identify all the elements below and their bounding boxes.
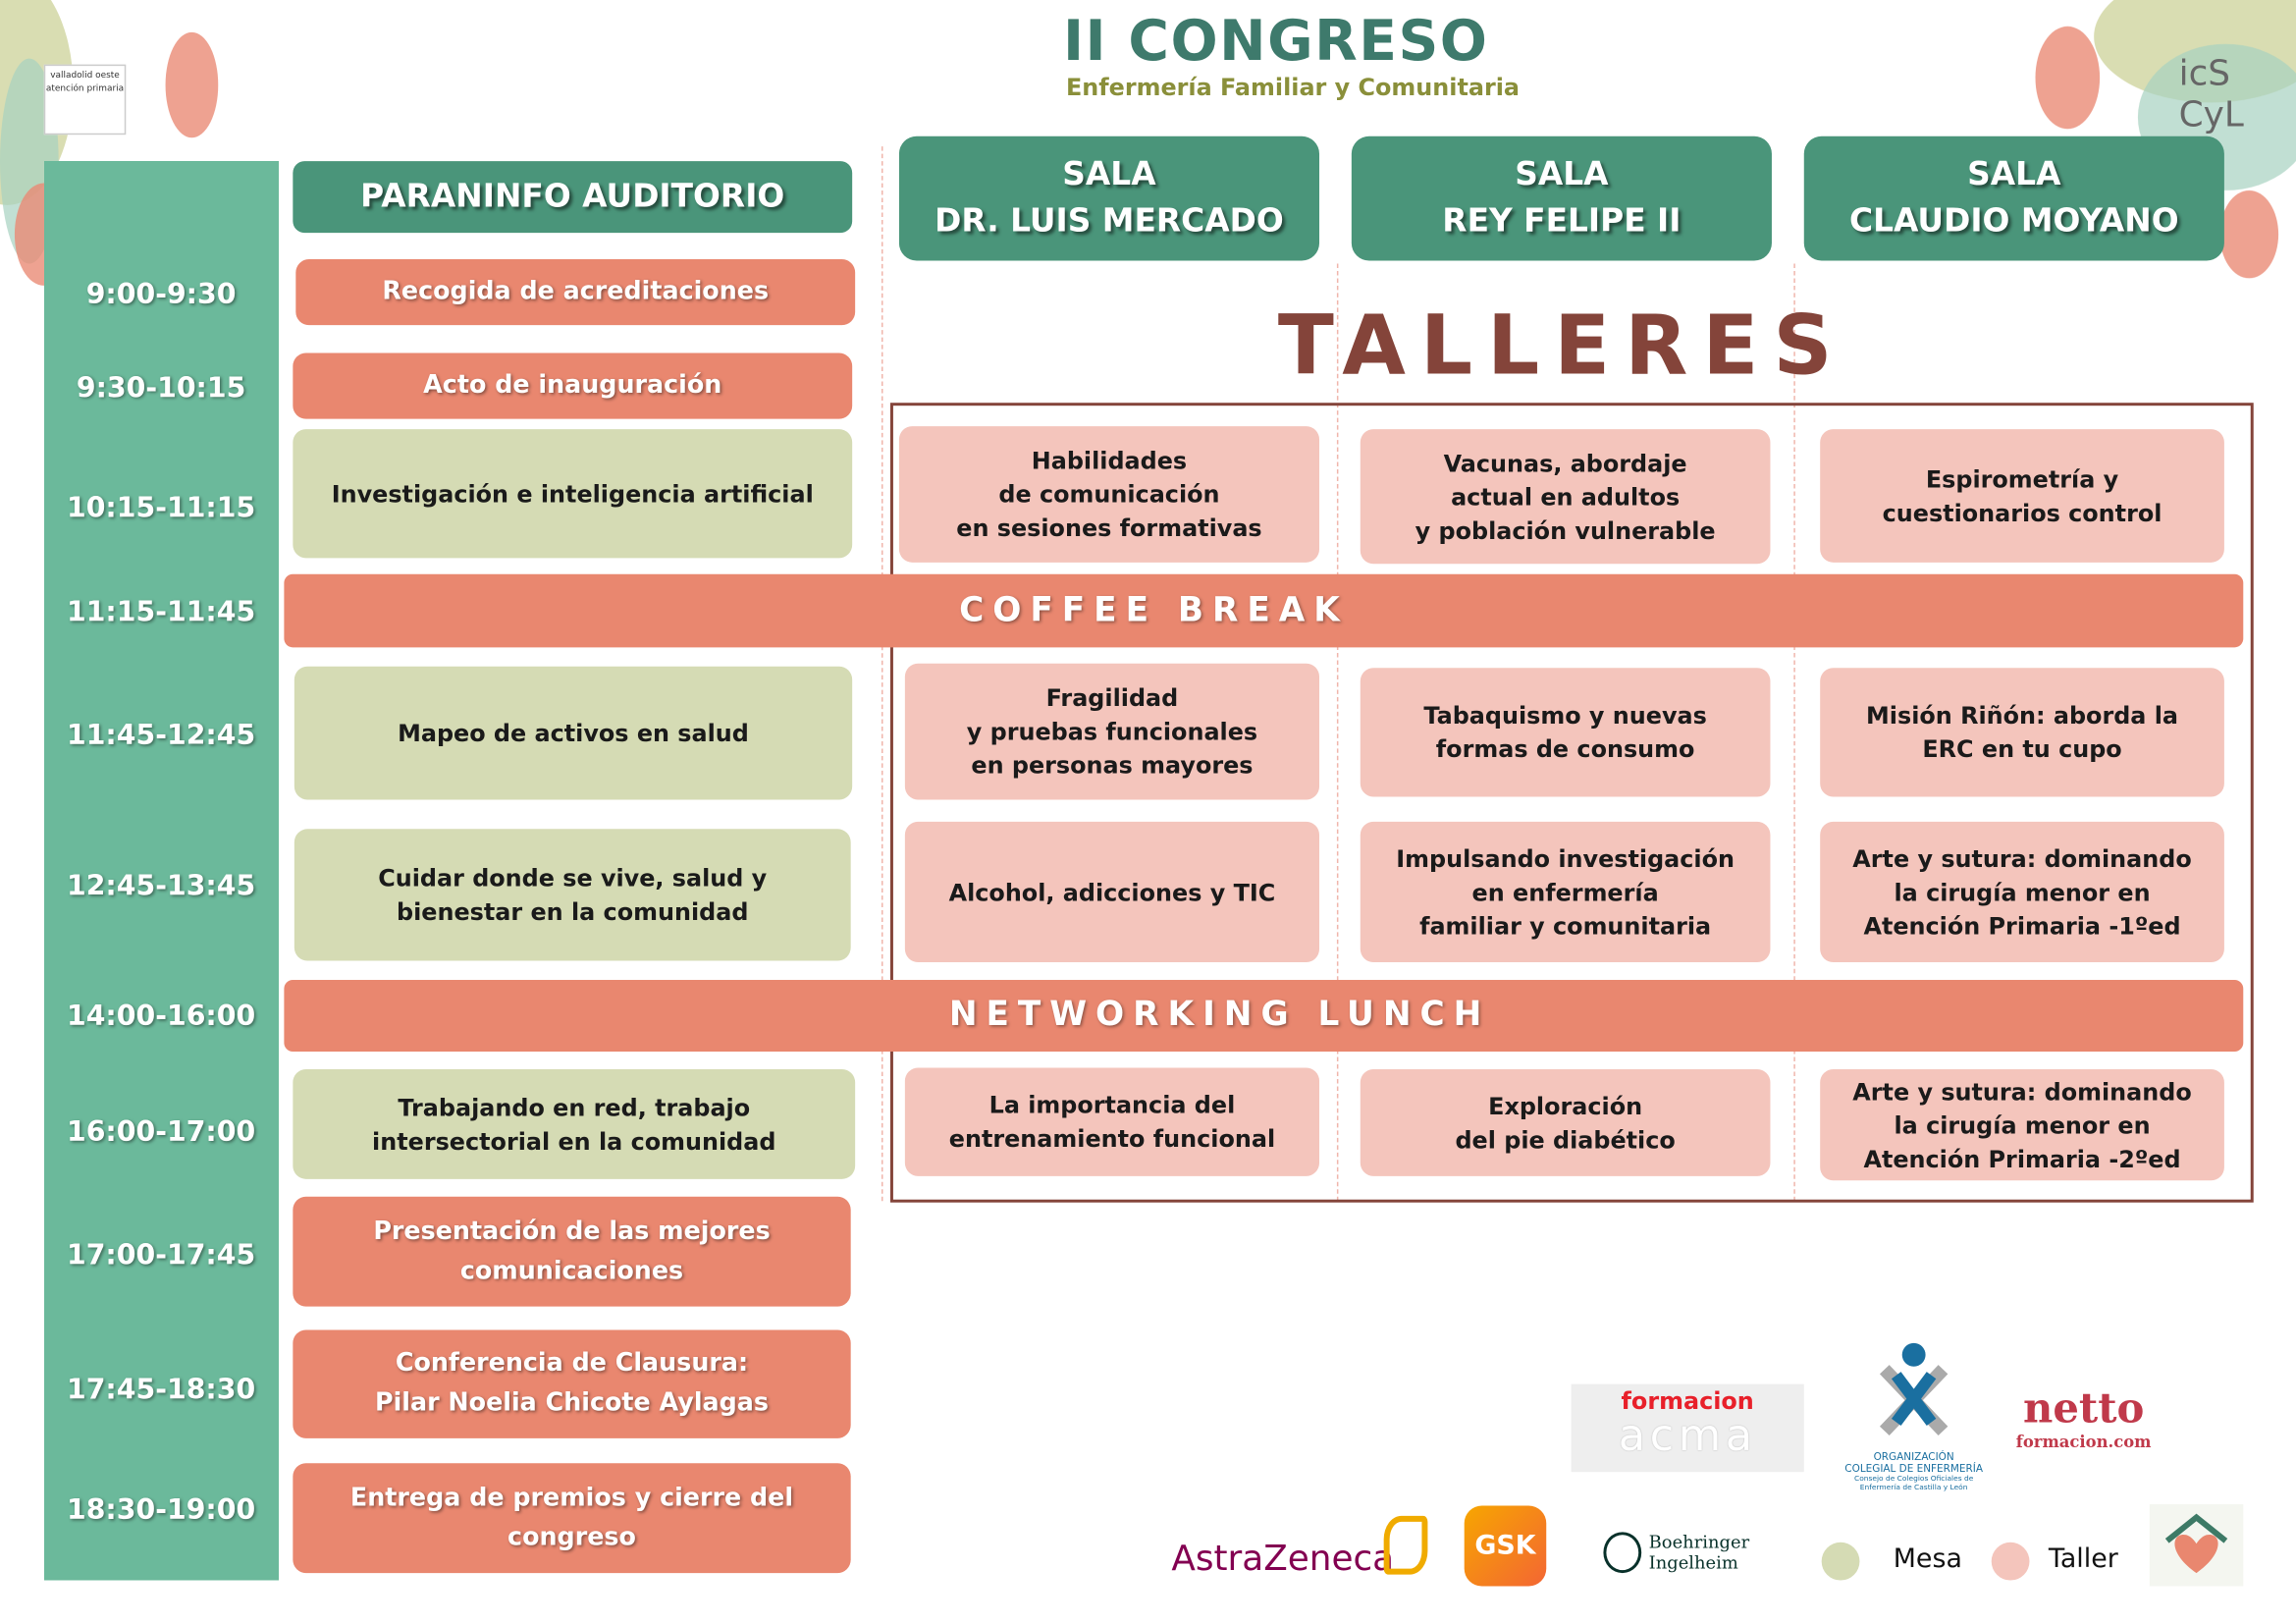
workshop: La importancia del entrenamiento funcion… (904, 1067, 1320, 1176)
time-slot: 17:45-18:30 (66, 1374, 256, 1407)
legend-taller-swatch (1991, 1542, 2030, 1581)
congress-subtitle: Enfermería Familiar y Comunitaria (1065, 73, 1521, 101)
talleres-frame (889, 403, 2254, 1203)
time-column (43, 161, 279, 1581)
workshop: Alcohol, adicciones y TIC (904, 821, 1320, 963)
boehringer-symbol-icon (1603, 1532, 1642, 1574)
session-acto: Acto de inauguración (293, 352, 853, 419)
workshop: Vacunas, abordaje actual en adultos y po… (1360, 429, 1771, 565)
acma-logo: formacion acma (1571, 1383, 1804, 1473)
legend-taller-label: Taller (2048, 1543, 2118, 1575)
time-slot: 10:15-11:15 (66, 492, 256, 525)
time-slot: 9:30-10:15 (76, 371, 246, 405)
time-slot: 9:00-9:30 (85, 278, 237, 311)
session-investigacion: Investigación e inteligencia artificial (293, 429, 853, 559)
column-divider (881, 146, 883, 1202)
column-divider (1336, 263, 1339, 1202)
workshop: Exploración del pie diabético (1360, 1068, 1771, 1176)
right-logo: icS CyL (2178, 52, 2244, 135)
decor-dot (165, 31, 219, 138)
workshop: Misión Riñón: aborda la ERC en tu cupo (1820, 668, 2224, 797)
gsk-logo: GSK (1464, 1505, 1547, 1587)
workshop: Impulsando investigación en enfermería f… (1360, 821, 1771, 963)
networking-lunch-band: NETWORKING LUNCH (284, 979, 2244, 1053)
time-slot: 11:15-11:45 (66, 596, 256, 628)
time-slot: 14:00-16:00 (66, 1000, 256, 1033)
heart-house-icon (2164, 1513, 2228, 1574)
time-slot: 17:00-17:45 (66, 1238, 256, 1272)
netto-logo: netto formacion.com (2015, 1383, 2152, 1452)
session-cuidar: Cuidar donde se vive, salud y bienestar … (294, 829, 851, 961)
decor-dot (2219, 189, 2279, 279)
time-slot: 16:00-17:00 (66, 1115, 256, 1149)
session-mapeo: Mapeo de activos en salud (294, 666, 853, 800)
talleres-title: TALLERES (1277, 298, 1847, 395)
session-trabajando: Trabajando en red, trabajo intersectoria… (293, 1068, 856, 1179)
legend-mesa-swatch (1821, 1542, 1860, 1581)
workshop: Arte y sutura: dominando la cirugía meno… (1820, 821, 2224, 963)
time-slot: 18:30-19:00 (66, 1493, 256, 1527)
congress-title: II CONGRESO (1062, 8, 1489, 74)
workshop: Fragilidad y pruebas funcionales en pers… (904, 663, 1320, 800)
workshop: Espirometría y cuestionarios control (1820, 429, 2224, 563)
column-divider (1793, 263, 1795, 1202)
legend-mesa-label: Mesa (1893, 1543, 1962, 1575)
workshop: Arte y sutura: dominando la cirugía meno… (1820, 1068, 2224, 1181)
workshop: Tabaquismo y nuevas formas de consumo (1360, 668, 1771, 797)
heart-house-logo (2149, 1503, 2244, 1587)
session-recogida: Recogida de acreditaciones (295, 259, 856, 326)
room-header-paraninfo: PARANINFO AUDITORIO (293, 161, 853, 234)
session-conferencia: Conferencia de Clausura: Pilar Noelia Ch… (293, 1329, 851, 1438)
nurse-figure-icon (1879, 1342, 1949, 1436)
time-slot: 11:45-12:45 (66, 719, 256, 752)
room-header-mercado: SALA DR. LUIS MERCADO (898, 135, 1320, 261)
session-presentacion: Presentación de las mejores comunicacion… (293, 1196, 851, 1307)
left-logo: valladolid oeste atención primaria (43, 64, 127, 135)
room-header-moyano: SALA CLAUDIO MOYANO (1803, 135, 2224, 261)
boehringer-logo: Boehringer Ingelheim (1603, 1526, 1749, 1579)
astrazeneca-logo: AstraZeneca (1171, 1538, 1395, 1580)
astrazeneca-symbol (1383, 1515, 1428, 1575)
time-slot: 12:45-13:45 (66, 870, 256, 902)
oce-logo: ORGANIZACIÓN COLEGIAL DE ENFERMERÍA Cons… (1834, 1340, 1995, 1498)
room-header-felipe: SALA REY FELIPE II (1351, 135, 1772, 261)
decor-dot (2035, 26, 2101, 130)
session-entrega: Entrega de premios y cierre del congreso (293, 1463, 851, 1574)
workshop: Habilidades de comunicación en sesiones … (898, 426, 1320, 563)
coffee-break-band: COFFEE BREAK (284, 573, 2244, 648)
